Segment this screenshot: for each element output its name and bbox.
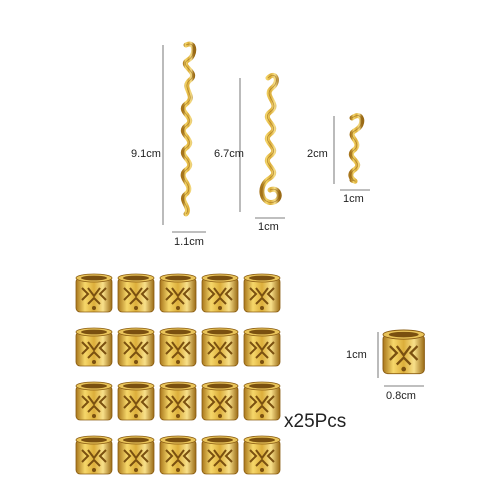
gold-filigree-cuff-icon bbox=[159, 327, 197, 367]
gold-filigree-cuff-icon bbox=[201, 381, 239, 421]
clip-medium-width-label: 1cm bbox=[258, 221, 279, 233]
clip-medium-height-label: 6.7cm bbox=[214, 148, 244, 160]
cuff-grid bbox=[75, 273, 281, 475]
spiral-clip-large bbox=[180, 41, 197, 217]
gold-filigree-cuff-icon bbox=[159, 273, 197, 313]
clip-small-height-label: 2cm bbox=[307, 148, 328, 160]
gold-filigree-cuff-icon bbox=[117, 435, 155, 475]
gold-filigree-cuff-icon bbox=[117, 327, 155, 367]
gold-filigree-cuff-icon bbox=[159, 381, 197, 421]
gold-filigree-cuff-icon bbox=[201, 273, 239, 313]
gold-filigree-cuff-icon bbox=[243, 435, 281, 475]
gold-filigree-cuff-icon bbox=[201, 327, 239, 367]
gold-filigree-cuff-icon bbox=[75, 381, 113, 421]
gold-filigree-cuff-icon bbox=[159, 435, 197, 475]
quantity-label: x25Pcs bbox=[284, 411, 347, 432]
gold-filigree-cuff-icon bbox=[243, 273, 281, 313]
spiral-clip-medium bbox=[259, 72, 282, 205]
gold-filigree-cuff-icon bbox=[243, 327, 281, 367]
gold-filigree-cuff-icon bbox=[381, 328, 426, 375]
gold-filigree-cuff-icon bbox=[117, 381, 155, 421]
spiral-clip-small bbox=[348, 113, 365, 184]
cuff-detail bbox=[381, 328, 426, 375]
gold-filigree-cuff-icon bbox=[243, 381, 281, 421]
gold-filigree-cuff-icon bbox=[75, 273, 113, 313]
gold-filigree-cuff-icon bbox=[201, 435, 239, 475]
gold-filigree-cuff-icon bbox=[117, 273, 155, 313]
clip-small-width-label: 1cm bbox=[343, 193, 364, 205]
clip-large-width-label: 1.1cm bbox=[174, 236, 204, 248]
gold-filigree-cuff-icon bbox=[75, 435, 113, 475]
cuff-height-label: 1cm bbox=[346, 349, 367, 361]
gold-filigree-cuff-icon bbox=[75, 327, 113, 367]
clip-large-height-label: 9.1cm bbox=[131, 148, 161, 160]
cuff-width-label: 0.8cm bbox=[386, 390, 416, 402]
